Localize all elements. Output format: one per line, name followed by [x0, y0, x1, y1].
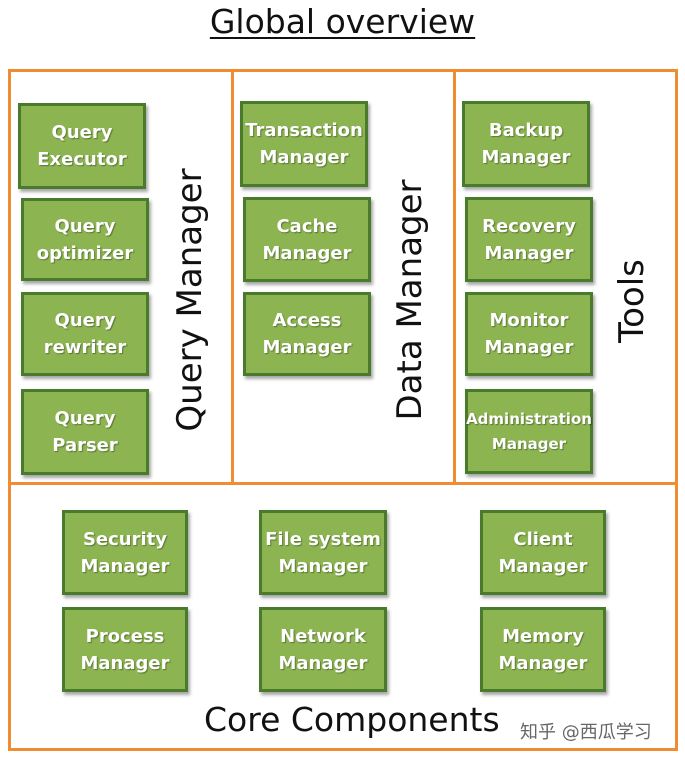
watermark: 知乎 @西瓜学习 — [520, 722, 652, 743]
query-executor-box: Query Executor — [18, 103, 146, 189]
box-label-line1: Client — [513, 528, 573, 550]
query-manager-label: Query Manager — [170, 168, 210, 432]
query-parser-box: Query Parser — [21, 389, 149, 475]
box-label-line2: Parser — [52, 435, 118, 456]
box-label-line1: Administration — [466, 409, 592, 428]
box-label-line1: Query — [54, 310, 116, 331]
query-rewriter-box: Query rewriter — [21, 292, 149, 376]
box-label-line2: Manager — [491, 434, 567, 453]
tools-frame — [453, 69, 678, 485]
box-label-line1: Transaction — [245, 120, 363, 141]
box-label-line1: Process — [85, 625, 165, 647]
box-label-line1: Cache — [276, 215, 338, 237]
tools-label: Tools — [612, 259, 652, 343]
box-label-line1: Backup — [488, 120, 564, 141]
box-label-line2: Manager — [80, 652, 170, 674]
administration-manager-box: Administration Manager — [465, 389, 593, 474]
box-label-line1: Memory — [502, 625, 584, 647]
diagram-title: Global overview — [0, 2, 685, 41]
box-label-line2: Manager — [278, 652, 368, 674]
box-label-line1: Query — [51, 122, 113, 143]
client-manager-box: Client Manager — [480, 510, 606, 595]
box-label-line1: Monitor — [489, 310, 569, 331]
box-label-line2: Manager — [498, 652, 588, 674]
box-label-line2: Manager — [498, 555, 588, 577]
process-manager-box: Process Manager — [62, 607, 188, 692]
box-label-line1: Access — [272, 310, 342, 331]
file-system-manager-box: File system Manager — [259, 510, 387, 595]
data-manager-label: Data Manager — [390, 179, 430, 421]
memory-manager-box: Memory Manager — [480, 607, 606, 692]
access-manager-box: Access Manager — [243, 292, 371, 376]
box-label-line1: Query — [54, 408, 116, 429]
network-manager-box: Network Manager — [259, 607, 387, 692]
box-label-line2: optimizer — [36, 242, 134, 264]
box-label-line2: Manager — [278, 555, 368, 577]
box-label-line2: Executor — [37, 149, 127, 170]
box-label-line1: Query — [54, 215, 116, 237]
box-label-line2: Manager — [481, 147, 571, 168]
box-label-line1: Network — [280, 625, 366, 647]
security-manager-box: Security Manager — [62, 510, 188, 595]
box-label-line2: rewriter — [43, 337, 127, 358]
box-label-line2: Manager — [484, 242, 574, 264]
box-label-line1: Security — [82, 528, 168, 550]
query-optimizer-box: Query optimizer — [21, 198, 149, 281]
box-label-line1: Recovery — [482, 215, 576, 237]
box-label-line2: Manager — [262, 337, 352, 358]
backup-manager-box: Backup Manager — [462, 101, 590, 187]
transaction-manager-box: Transaction Manager — [240, 101, 368, 187]
cache-manager-box: Cache Manager — [243, 197, 371, 282]
box-label-line1: File system — [265, 528, 381, 550]
box-label-line2: Manager — [484, 337, 574, 358]
core-components-label: Core Components — [204, 700, 500, 739]
title-text: Global overview — [209, 2, 476, 41]
box-label-line2: Manager — [259, 147, 349, 168]
monitor-manager-box: Monitor Manager — [465, 292, 593, 376]
box-label-line2: Manager — [80, 555, 170, 577]
box-label-line2: Manager — [262, 242, 352, 264]
recovery-manager-box: Recovery Manager — [465, 197, 593, 282]
